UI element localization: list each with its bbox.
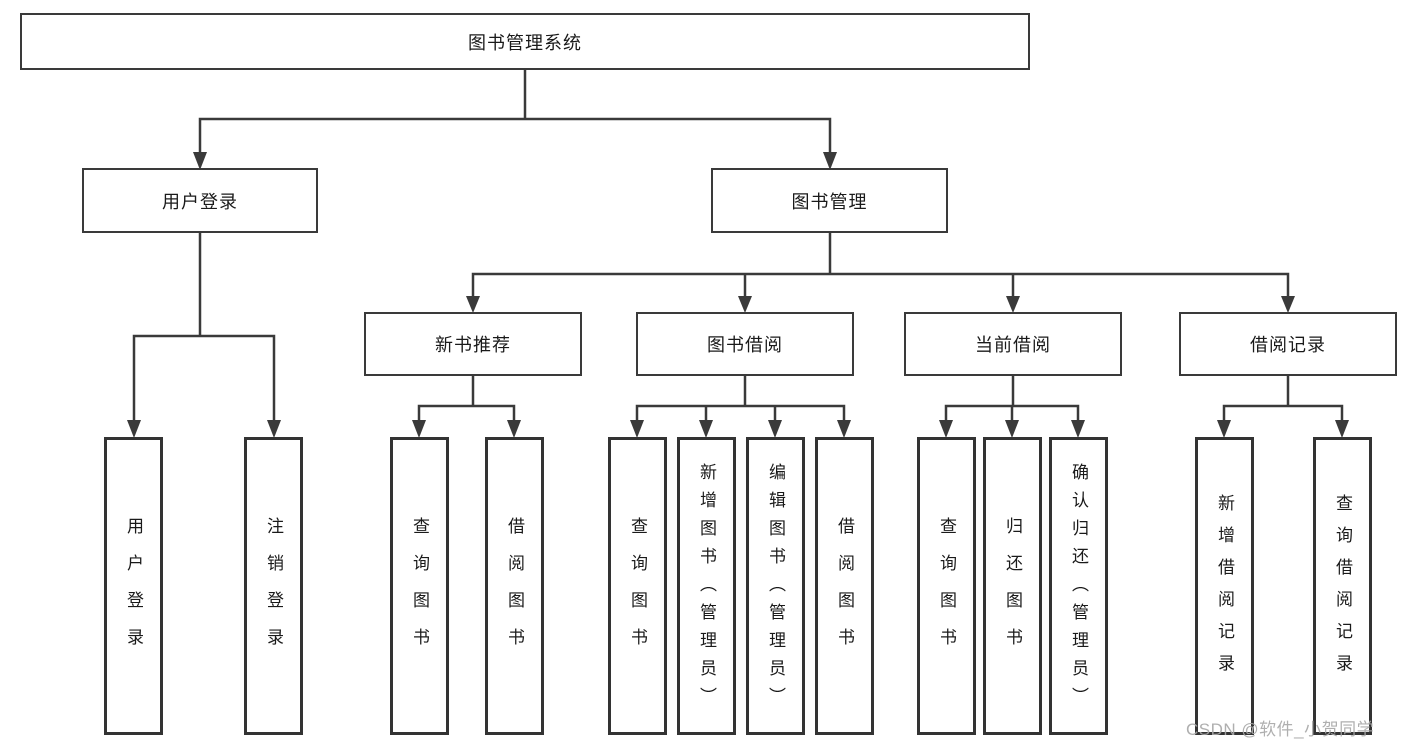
leaf-cb-return-book: 归还图书 — [983, 437, 1042, 735]
leaf-user-login: 用户登录 — [104, 437, 163, 735]
leaf-bb-query-book: 查询图书 — [608, 437, 667, 735]
node-user-login: 用户登录 — [82, 168, 318, 233]
node-library-management-system: 图书管理系统 — [20, 13, 1030, 70]
leaf-cb-confirm-return-admin: 确认归还（管理员） — [1049, 437, 1108, 735]
node-borrow-records: 借阅记录 — [1179, 312, 1397, 376]
arrowheads — [127, 152, 1349, 438]
node-new-book-recommend: 新书推荐 — [364, 312, 582, 376]
leaf-bb-borrow-book: 借阅图书 — [815, 437, 874, 735]
node-current-borrow: 当前借阅 — [904, 312, 1122, 376]
leaf-nbr-query-book: 查询图书 — [390, 437, 449, 735]
leaf-br-add-record: 新增借阅记录 — [1195, 437, 1254, 735]
leaf-bb-add-book-admin: 新增图书（管理员） — [677, 437, 736, 735]
node-book-management: 图书管理 — [711, 168, 948, 233]
leaf-nbr-borrow-book: 借阅图书 — [485, 437, 544, 735]
csdn-watermark: CSDN @软件_小贺同学 — [1186, 720, 1375, 739]
leaf-logout-login: 注销登录 — [244, 437, 303, 735]
leaf-bb-edit-book-admin: 编辑图书（管理员） — [746, 437, 805, 735]
leaf-br-query-record: 查询借阅记录 — [1313, 437, 1372, 735]
node-book-borrow: 图书借阅 — [636, 312, 854, 376]
leaf-cb-query-book: 查询图书 — [917, 437, 976, 735]
